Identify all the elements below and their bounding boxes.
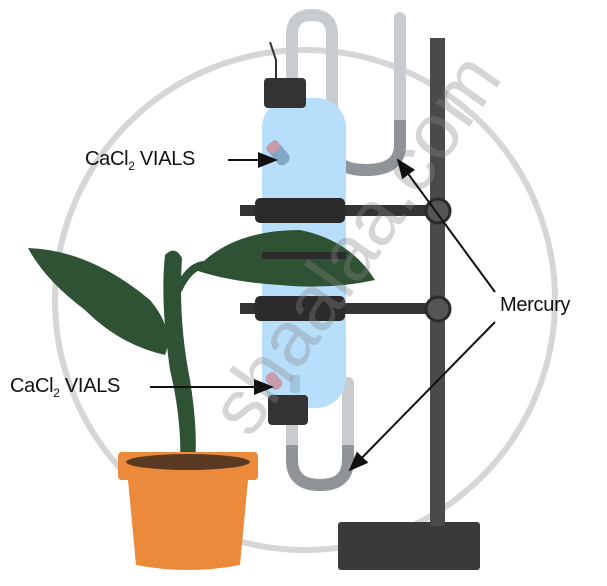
- label-cacl2-vials-top: CaCl2 VIALS: [85, 148, 195, 173]
- pot-soil: [126, 454, 250, 470]
- bottom-mercury: [286, 445, 354, 492]
- top-clamp-jaw: [255, 198, 345, 223]
- top-stopper: [264, 78, 306, 108]
- plant-stem: [163, 250, 196, 465]
- label-cacl2-vials-bottom: CaCl2 VIALS: [10, 375, 120, 400]
- label-text: VIALS: [59, 375, 121, 397]
- arrow-mercury-bottom: [348, 321, 496, 472]
- bottom-vial-small: [290, 375, 300, 393]
- bottom-clamp-knob: [424, 295, 452, 323]
- watermark-circle: [52, 47, 558, 553]
- stand-base: [338, 522, 480, 570]
- label-text: VIALS: [134, 148, 196, 170]
- tube-seal: [262, 252, 346, 259]
- leaf-left: [28, 248, 168, 355]
- label-subscript: 2: [128, 159, 135, 173]
- top-wire: [269, 41, 277, 78]
- stand-rod: [430, 38, 445, 526]
- top-vial-cap: [266, 140, 281, 154]
- pot-body: [128, 480, 248, 570]
- bottom-stopper: [268, 395, 308, 425]
- label-text: CaCl: [85, 148, 129, 170]
- plant-branch: [174, 261, 206, 292]
- label-mercury: Mercury: [500, 294, 571, 316]
- bottom-clamp-jaw: [255, 296, 345, 321]
- label-text: CaCl: [10, 375, 54, 397]
- arrow-mercury-top: [396, 158, 496, 293]
- label-subscript: 2: [53, 386, 60, 400]
